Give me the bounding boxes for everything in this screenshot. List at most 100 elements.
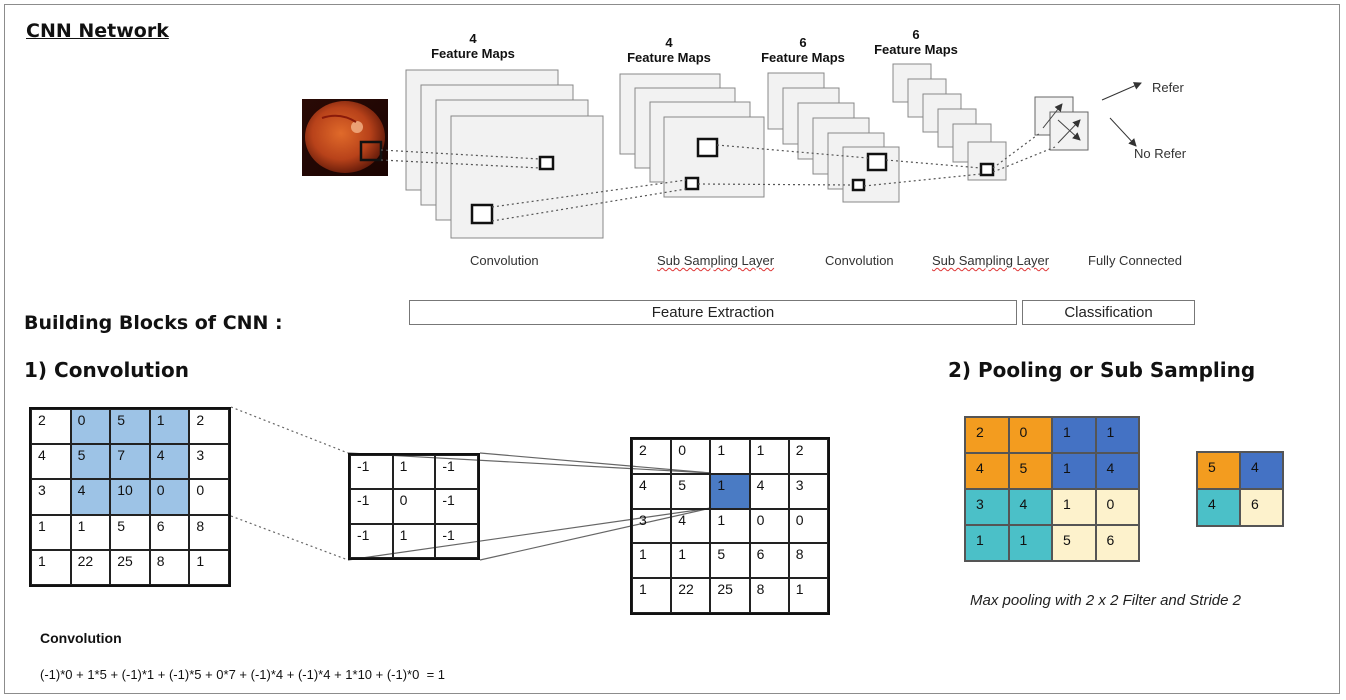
output-no-refer: No Refer <box>1134 146 1187 161</box>
conv-output-cell: 1 <box>749 439 789 474</box>
refer-arrow <box>1101 82 1142 101</box>
pool-output-cell: 4 <box>1240 452 1283 489</box>
conv-input-cell: 1 <box>189 549 229 585</box>
pool-input-cell: 5 <box>1052 525 1096 561</box>
pool-output-cell: 6 <box>1240 489 1283 526</box>
conv-input-cell: 0 <box>189 479 229 515</box>
conv-output-cell: 0 <box>749 508 789 544</box>
pool-output-cell: 4 <box>1197 489 1240 526</box>
sub2-feature-maps <box>892 63 1007 181</box>
conv-kernel-cell: 1 <box>392 455 436 490</box>
conv-output-cell: 4 <box>632 473 672 509</box>
output-refer: Refer <box>1152 80 1184 95</box>
conv-input-cell: 3 <box>31 479 71 515</box>
pool-input-cell: 0 <box>1008 417 1052 453</box>
conv-output-cell: 8 <box>749 578 789 613</box>
pool-input-cell: 1 <box>1008 525 1052 561</box>
fully-connected-nodes <box>1034 96 1089 151</box>
pooling-caption: Max pooling with 2 x 2 Filter and Stride… <box>970 592 1241 609</box>
conv-output-cell: 1 <box>710 508 750 544</box>
diagram-title: CNN Network <box>26 20 169 42</box>
pool-input-cell: 3 <box>965 489 1009 525</box>
conv2-feature-maps <box>767 72 900 203</box>
conv-input-cell: 8 <box>189 514 229 550</box>
conv-output-cell: 4 <box>749 473 789 509</box>
fm-label-4: 6 Feature Maps <box>866 27 966 57</box>
conv-input-cell: 0 <box>149 479 190 515</box>
pool-input-cell: 5 <box>1008 453 1052 489</box>
conv-input-cell: 4 <box>149 444 190 480</box>
conv-kernel-cell: -1 <box>435 455 478 490</box>
pool-input-cell: 1 <box>1052 489 1096 525</box>
diagram-frame <box>4 4 1340 694</box>
classification-box: Classification <box>1022 300 1195 325</box>
feature-extraction-label: Feature Extraction <box>651 304 775 321</box>
pool-input-cell: 0 <box>1095 489 1139 525</box>
conv-input-cell: 1 <box>31 514 71 550</box>
conv-input-cell: 25 <box>110 549 150 585</box>
conv-input-cell: 2 <box>31 409 71 445</box>
conv-input-cell: 1 <box>31 549 71 585</box>
network-connectors <box>380 132 1056 222</box>
conv-output-cell: 5 <box>671 473 711 509</box>
conv-output-cell: 1 <box>671 543 711 579</box>
conv-input-cell: 5 <box>110 409 150 445</box>
pool-input-cell: 6 <box>1095 525 1139 561</box>
conv-input-cell: 10 <box>110 479 150 515</box>
formula-label: Convolution <box>40 630 122 646</box>
pool-input-cell: 4 <box>1095 453 1139 489</box>
conv-input-cell: 4 <box>31 444 71 480</box>
stage-subsampling-2: Sub Sampling Layer <box>932 253 1050 268</box>
conv-output-cell: 3 <box>632 508 672 544</box>
conv-output-cell: 1 <box>632 578 672 613</box>
fm-label-2: 4 Feature Maps <box>619 35 719 65</box>
pool-input-cell: 1 <box>965 525 1009 561</box>
conv-output-cell: 6 <box>749 543 789 579</box>
conv-input-cell: 5 <box>70 444 111 480</box>
stage-convolution-2: Convolution <box>825 253 894 268</box>
conv-kernel-cell: -1 <box>350 455 393 490</box>
conv-dotted-connectors <box>230 406 349 561</box>
conv-input-cell: 6 <box>149 514 190 550</box>
conv-kernel-cell: -1 <box>350 489 393 524</box>
conv-input-cell: 5 <box>110 514 150 550</box>
stage-subsampling-1: Sub Sampling Layer <box>657 253 775 268</box>
pool-input-cell: 1 <box>1095 417 1139 453</box>
conv-output-cell: 8 <box>788 543 828 579</box>
conv-kernel-cell: 0 <box>392 489 436 524</box>
classification-label: Classification <box>1064 304 1153 321</box>
conv-input-cell: 1 <box>149 409 190 445</box>
fm-text-2: Feature Maps <box>627 50 711 65</box>
conv-output-cell: 1 <box>710 473 750 509</box>
conv-output-cell: 5 <box>710 543 750 579</box>
conv-kernel-cell: -1 <box>350 523 393 558</box>
conv-output-cell: 2 <box>788 439 828 474</box>
feature-extraction-box: Feature Extraction <box>409 300 1017 325</box>
conv-input-cell: 0 <box>70 409 111 445</box>
stage-convolution-1: Convolution <box>470 253 539 268</box>
conv-output-cell: 3 <box>788 473 828 509</box>
conv-input-cell: 7 <box>110 444 150 480</box>
fm-count-1: 4 <box>469 31 477 46</box>
fundus-image <box>302 99 388 176</box>
pool-input-cell: 2 <box>965 417 1009 453</box>
pool-input-cell: 4 <box>965 453 1009 489</box>
fm-text-3: Feature Maps <box>761 50 845 65</box>
conv-output-cell: 0 <box>671 439 711 474</box>
conv-output-cell: 1 <box>632 543 672 579</box>
fm-count-3: 6 <box>799 35 807 50</box>
stage-fully-connected: Fully Connected <box>1088 253 1182 268</box>
conv-solid-connectors <box>347 452 712 561</box>
fm-label-3: 6 Feature Maps <box>753 35 853 65</box>
conv-input-cell: 22 <box>70 549 111 585</box>
conv-kernel-cell: -1 <box>435 489 478 524</box>
conv-kernel-cell: 1 <box>392 523 436 558</box>
conv-input-cell: 4 <box>70 479 111 515</box>
pooling-heading: 2) Pooling or Sub Sampling <box>948 358 1256 382</box>
pool-output-cell: 5 <box>1197 452 1240 489</box>
pool-input-cell: 1 <box>1052 453 1096 489</box>
